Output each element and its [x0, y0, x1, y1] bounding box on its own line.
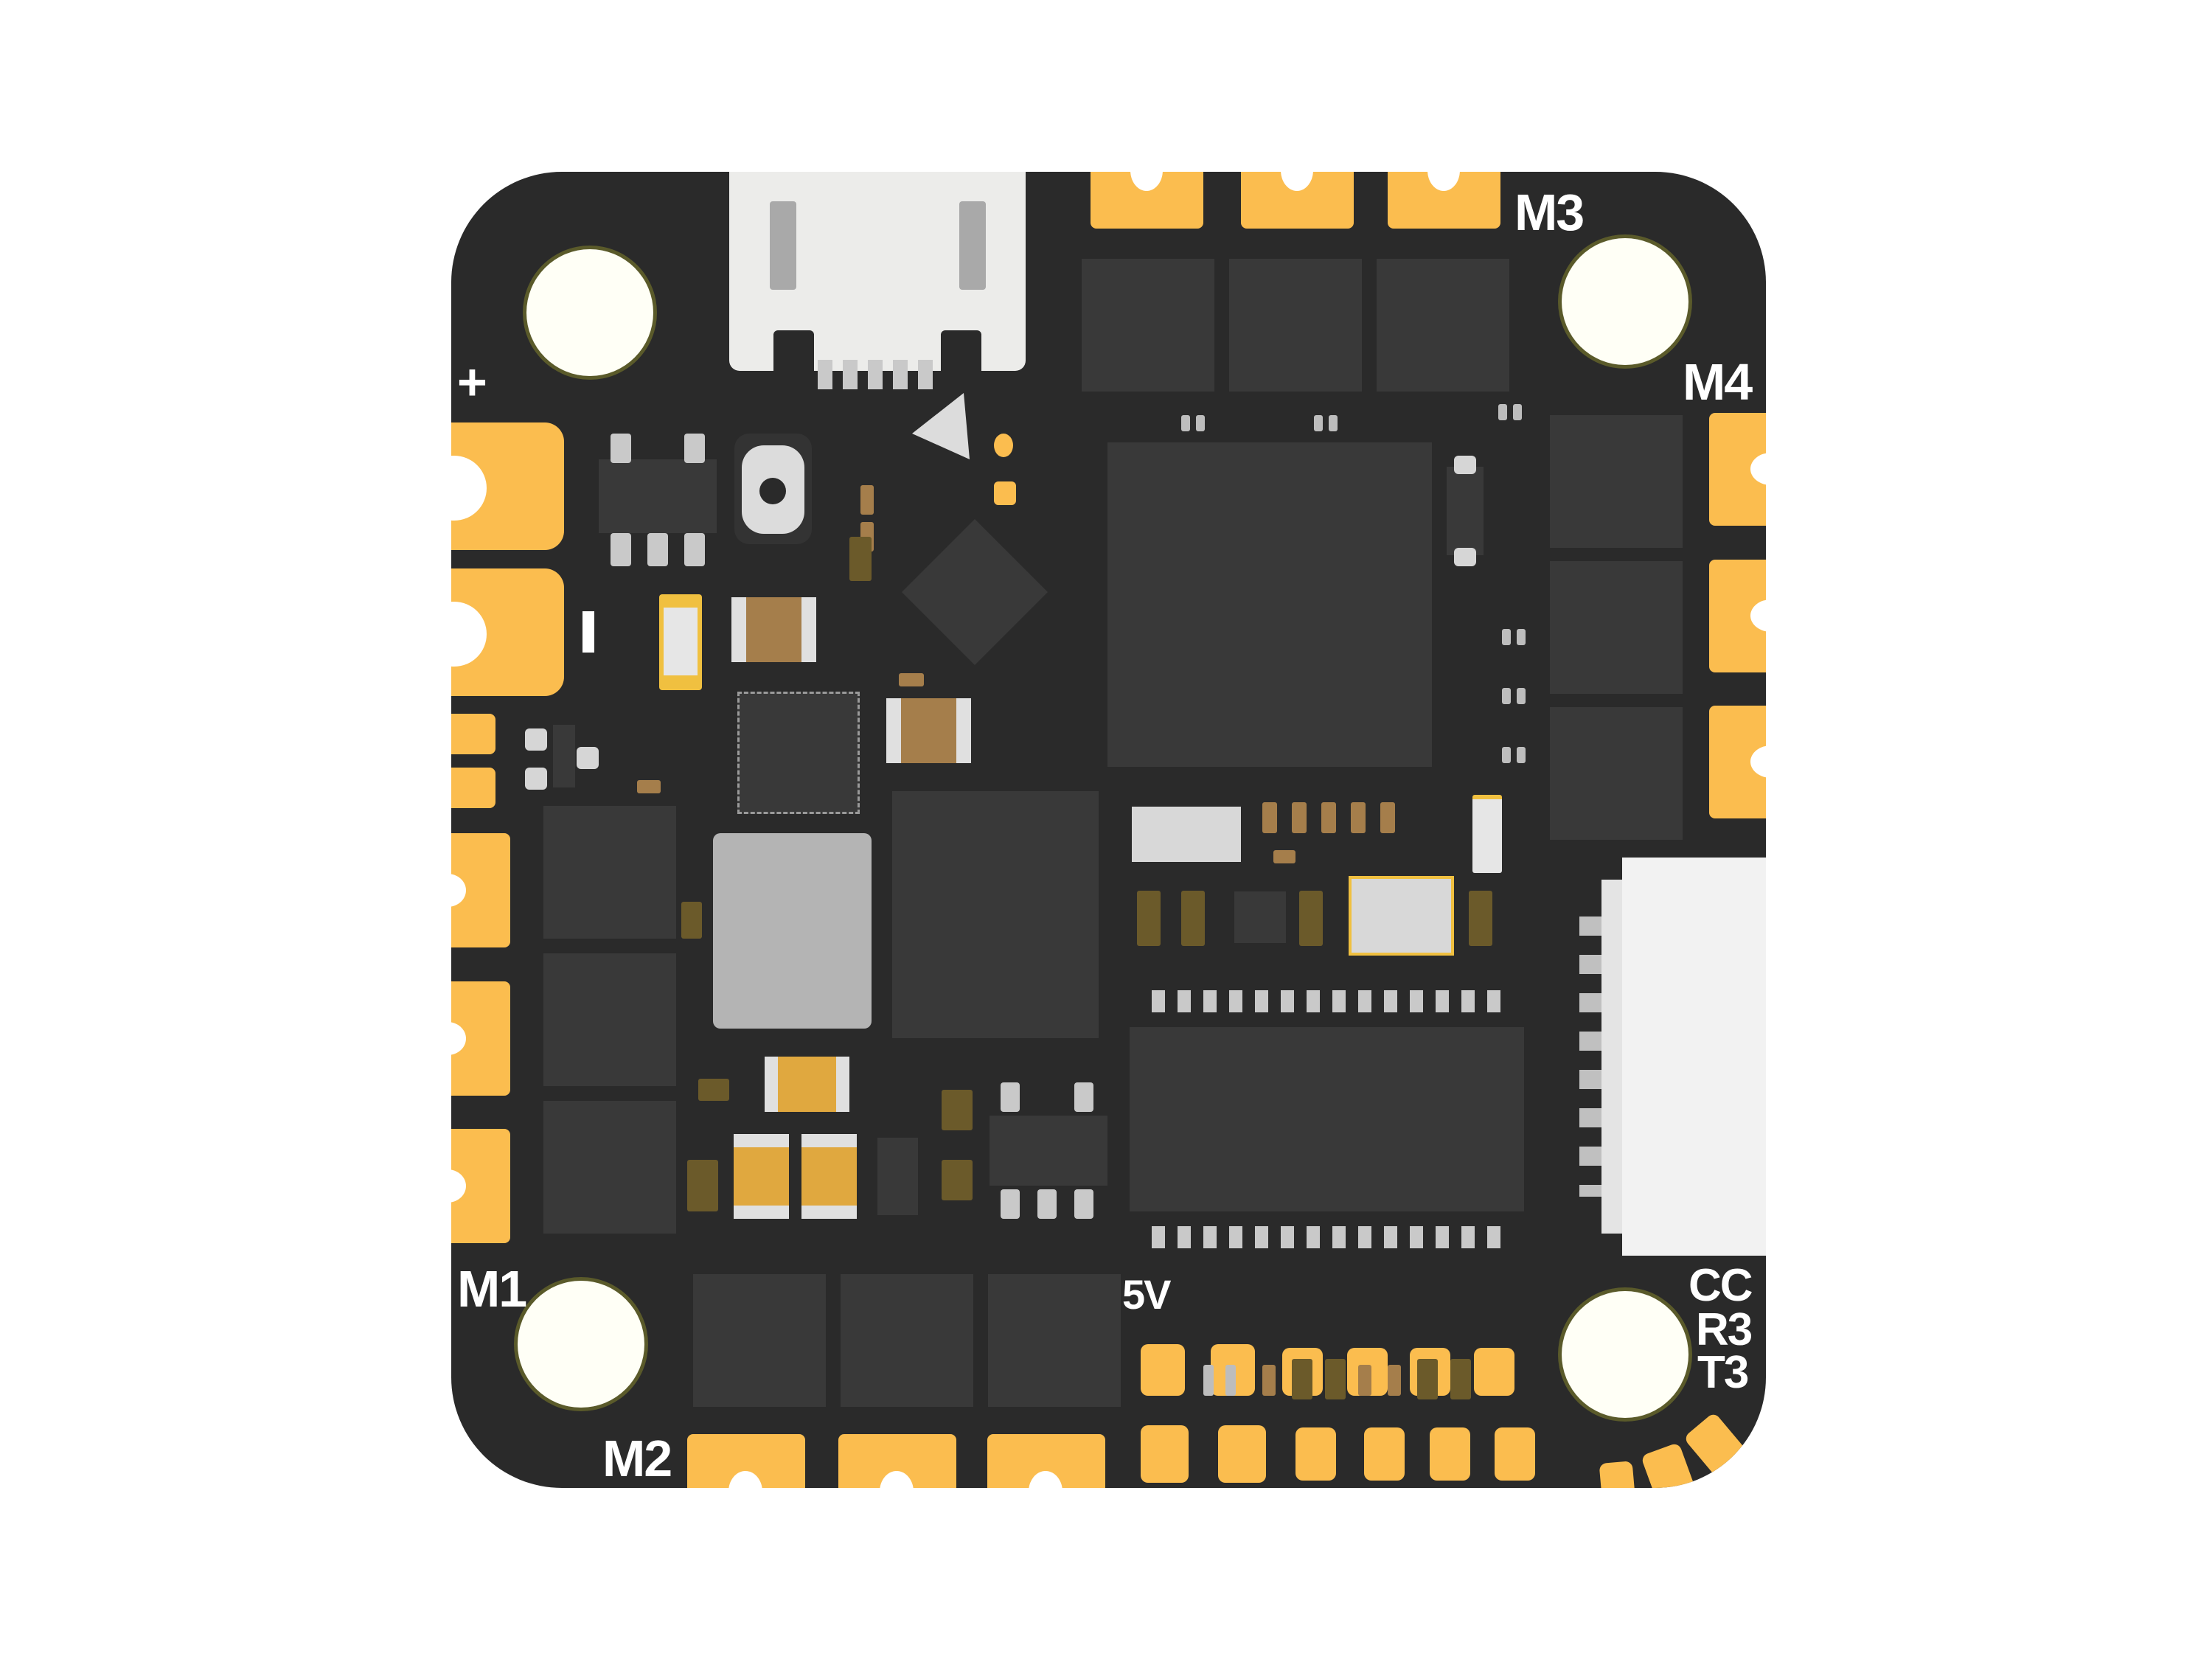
motor-pad-m1-1[interactable]: [451, 833, 510, 947]
mosfet-left-3: [543, 1101, 676, 1234]
label-m3: M3: [1514, 184, 1585, 241]
solder-pad[interactable]: [1295, 1427, 1336, 1481]
capacitor-4: [734, 1134, 789, 1219]
motor-pad-m3-1[interactable]: [1091, 172, 1203, 229]
label-t3: T3: [1697, 1347, 1749, 1398]
mosfet-bottom-3: [988, 1274, 1121, 1407]
mosfet-bottom-1: [693, 1274, 826, 1407]
motor-pad-m3-2[interactable]: [1241, 172, 1354, 229]
capacitor-2: [886, 698, 971, 763]
gyro-chip: [902, 519, 1048, 665]
solder-pad[interactable]: [1474, 1348, 1514, 1396]
motor-pad-m1-2[interactable]: [451, 981, 510, 1096]
capacitor-3: [765, 1057, 849, 1112]
label-m4: M4: [1683, 353, 1753, 411]
inductor: [713, 833, 872, 1029]
capacitor-1: [731, 597, 816, 662]
motor-pad-m2-3[interactable]: [987, 1434, 1105, 1488]
motor-pad-m4-2[interactable]: [1709, 560, 1766, 672]
usb-latch-left: [770, 201, 796, 290]
label-m2: M2: [602, 1430, 672, 1487]
driver-pins-bottom: [1152, 1226, 1506, 1248]
solder-pad-grid: [1141, 1344, 1554, 1484]
led-pad-2: [994, 481, 1016, 505]
diode: [1447, 467, 1484, 555]
side-connector[interactable]: [1622, 858, 1766, 1256]
motor-pad-m4-1[interactable]: [1709, 413, 1766, 526]
led-pad-1: [994, 434, 1013, 457]
usb-latch-right: [959, 201, 986, 290]
battery-pad-positive[interactable]: [451, 422, 564, 550]
pcb-board: M3 M4 +: [451, 172, 1766, 1488]
solder-pad[interactable]: [1430, 1427, 1470, 1481]
usb-pins: [818, 360, 936, 389]
mounting-hole-bottom-left: [518, 1281, 644, 1408]
label-r3: R3: [1696, 1304, 1753, 1355]
crystal-1: [1130, 804, 1243, 864]
mosfet-right-1: [1550, 415, 1683, 548]
corner-pad-3[interactable]: [1599, 1461, 1638, 1488]
solder-pad[interactable]: [1364, 1427, 1405, 1481]
label-plus: +: [457, 353, 487, 411]
direction-arrow-icon: [912, 393, 970, 459]
corner-pad-2[interactable]: [1683, 1411, 1753, 1484]
ldo-regulator: [990, 1116, 1107, 1186]
esc-driver-chip: [892, 791, 1099, 1038]
solder-pad[interactable]: [1218, 1425, 1266, 1483]
mounting-hole-bottom-right: [1562, 1291, 1688, 1418]
motor-pad-m2-1[interactable]: [687, 1434, 805, 1488]
motor-pad-m1-3[interactable]: [451, 1129, 510, 1243]
solder-pad[interactable]: [1141, 1425, 1189, 1483]
gate-driver-chip: [1130, 1027, 1524, 1211]
status-led: [659, 594, 702, 690]
side-pad-1[interactable]: [451, 714, 495, 754]
mounting-hole-top-right: [1562, 238, 1688, 365]
mosfet-left-1: [543, 806, 676, 939]
connector-pins: [1579, 917, 1601, 1197]
motor-pad-m4-3[interactable]: [1709, 706, 1766, 818]
solder-pad[interactable]: [1495, 1427, 1535, 1481]
battery-pad-negative[interactable]: [451, 568, 564, 696]
mcu-chip: [1107, 442, 1432, 767]
label-5v: 5V: [1122, 1271, 1171, 1318]
mounting-hole-top-left: [526, 249, 653, 376]
mosfet-top-2: [1229, 259, 1362, 392]
crystal-2: [1349, 876, 1454, 956]
barometer-chip: [737, 692, 860, 814]
usb-port[interactable]: [729, 172, 1026, 389]
label-cc: CC: [1688, 1260, 1753, 1311]
driver-pins-top: [1152, 990, 1506, 1012]
mosfet-top-3: [1377, 259, 1509, 392]
mosfet-right-3: [1550, 707, 1683, 840]
voltage-regulator: [599, 459, 717, 533]
mosfet-right-2: [1550, 561, 1683, 694]
mosfet-top-1: [1082, 259, 1214, 392]
solder-pad[interactable]: [1141, 1344, 1185, 1396]
mosfet-bottom-2: [841, 1274, 973, 1407]
capacitor-5: [801, 1134, 857, 1219]
label-minus: [582, 611, 594, 653]
corner-pad-1[interactable]: [1640, 1442, 1700, 1488]
motor-pad-m2-2[interactable]: [838, 1434, 956, 1488]
mosfet-left-2: [543, 953, 676, 1086]
motor-pad-m3-3[interactable]: [1388, 172, 1500, 229]
label-m1: M1: [457, 1260, 527, 1318]
side-pad-2[interactable]: [451, 768, 495, 808]
boot-button[interactable]: [734, 434, 812, 544]
